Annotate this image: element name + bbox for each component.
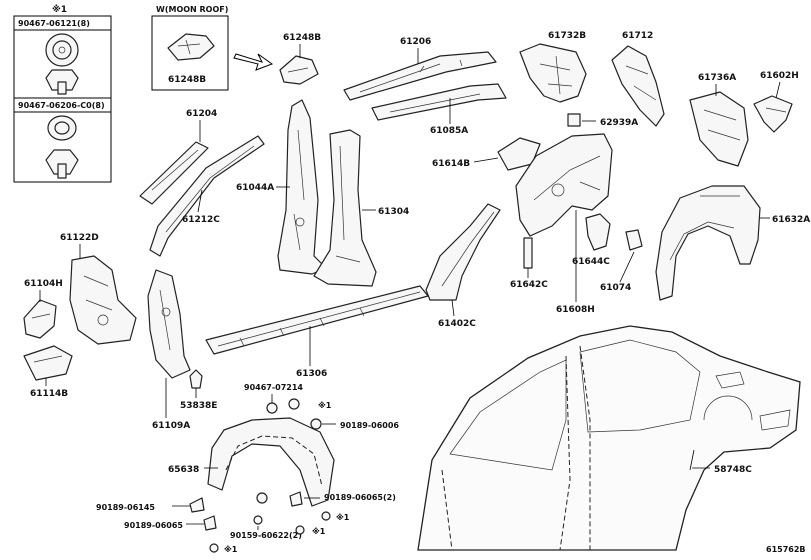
- part-61608H: 61608H: [515, 133, 613, 315]
- part-61304: 61304: [313, 129, 409, 287]
- label-61608H: 61608H: [556, 305, 595, 315]
- label-61306: 61306: [296, 369, 327, 379]
- moon-roof-frame: [151, 15, 229, 91]
- label-61204: 61204: [186, 109, 217, 119]
- label-90189-06006: 90189-06006: [340, 421, 399, 430]
- label-61206: 61206: [400, 37, 431, 47]
- clip-a-image: [45, 33, 79, 95]
- label-61104H: 61104H: [24, 279, 63, 289]
- clip-markers: ※1 ※1 ※1: [209, 511, 350, 554]
- part-61644C: 61644C: [572, 213, 611, 267]
- part-61044A: 61044A: [236, 99, 327, 275]
- part-61104H: 61104H: [23, 279, 63, 339]
- label-61736A: 61736A: [698, 73, 736, 83]
- part-61602H: 61602H: [753, 71, 799, 133]
- part-61732B: 61732B: [519, 31, 587, 103]
- label-61085A: 61085A: [430, 126, 468, 136]
- part-65638: 65638: [168, 417, 335, 507]
- clip-legend: ※1 90467-06121(8) 90467-06206-C0(8): [13, 4, 112, 183]
- part-61248B: 61248B: [279, 33, 321, 85]
- clip-b-image: [45, 115, 79, 179]
- part-53838E: 53838E: [180, 369, 217, 411]
- diagram-code: 615762B: [766, 545, 806, 554]
- label-61642C: 61642C: [510, 280, 548, 290]
- label-62939A: 62939A: [600, 118, 638, 128]
- label-90189-06065: 90189-06065: [124, 521, 183, 530]
- label-90467-07214: 90467-07214: [244, 383, 303, 392]
- label-61114B: 61114B: [30, 389, 68, 399]
- part-61632A: 61632A: [655, 185, 810, 301]
- label-61402C: 61402C: [438, 319, 476, 329]
- moon-roof-part-label: 61248B: [168, 75, 206, 85]
- legend-symbol: ※1: [52, 4, 67, 15]
- label-61248B: 61248B: [283, 33, 321, 43]
- label-61109A: 61109A: [152, 421, 190, 431]
- part-61736A: 61736A: [689, 73, 749, 167]
- moon-roof-bracket: [167, 33, 215, 61]
- label-61122D: 61122D: [60, 233, 99, 243]
- label-61632A: 61632A: [772, 215, 810, 225]
- legend-frame: [13, 15, 112, 183]
- label-61644C: 61644C: [572, 257, 610, 267]
- part-61122D: 61122D: [60, 233, 137, 345]
- label-65638: 65638: [168, 465, 199, 475]
- legend-clip-b-label: 90467-06206-C0(8): [18, 101, 105, 110]
- part-62939A: 62939A: [567, 113, 638, 128]
- label-61712: 61712: [622, 31, 653, 41]
- note-mark-4: ※1: [224, 544, 238, 554]
- label-61044A: 61044A: [236, 183, 274, 193]
- label-61602H: 61602H: [760, 71, 799, 81]
- fastener-90159-60622: 90159-60622(2): [230, 492, 302, 540]
- note-mark-3: ※1: [312, 526, 326, 536]
- moon-roof-title: W(MOON ROOF): [156, 5, 228, 14]
- fastener-90189-06065: 90189-06065: [124, 515, 217, 531]
- fastener-90467-07214: 90467-07214 ※1: [244, 383, 332, 414]
- label-61614B: 61614B: [432, 159, 470, 169]
- label-90159-60622: 90159-60622(2): [230, 531, 302, 540]
- legend-clip-a-label: 90467-06121(8): [18, 19, 90, 28]
- label-61212C: 61212C: [182, 215, 220, 225]
- label-58748C: 58748C: [714, 465, 752, 475]
- part-61712: 61712: [611, 31, 665, 127]
- note-mark: ※1: [318, 400, 332, 410]
- part-61206: 61206: [343, 37, 497, 101]
- note-mark-2: ※1: [336, 512, 350, 522]
- fastener-90189-06006: 90189-06006: [310, 418, 399, 430]
- part-61074: 61074: [600, 229, 643, 293]
- part-61642C: 61642C: [510, 237, 548, 290]
- moon-roof-inset: W(MOON ROOF) 61248B: [151, 5, 229, 91]
- part-61085A: 61085A: [371, 83, 507, 136]
- part-61306: 61306: [205, 285, 429, 379]
- part-61212C: 61212C: [149, 135, 265, 257]
- label-61304: 61304: [378, 207, 409, 217]
- car-body-side: 58748C: [417, 325, 801, 551]
- part-61109A: 61109A: [147, 269, 191, 431]
- arrow-icon: [233, 53, 274, 71]
- part-61402C: 61402C: [425, 203, 501, 329]
- label-90189-06145: 90189-06145: [96, 503, 155, 512]
- part-61614B: 61614B: [432, 137, 541, 171]
- label-61732B: 61732B: [548, 31, 586, 41]
- label-53838E: 53838E: [180, 401, 217, 411]
- fastener-90189-06145: 90189-06145: [96, 497, 205, 513]
- label-61074: 61074: [600, 283, 631, 293]
- part-61204: 61204: [139, 109, 217, 205]
- label-90189-06065-2: 90189-06065(2): [324, 493, 396, 502]
- fastener-90189-06065-2: 90189-06065(2): [289, 491, 396, 507]
- part-61114B: 61114B: [23, 345, 73, 399]
